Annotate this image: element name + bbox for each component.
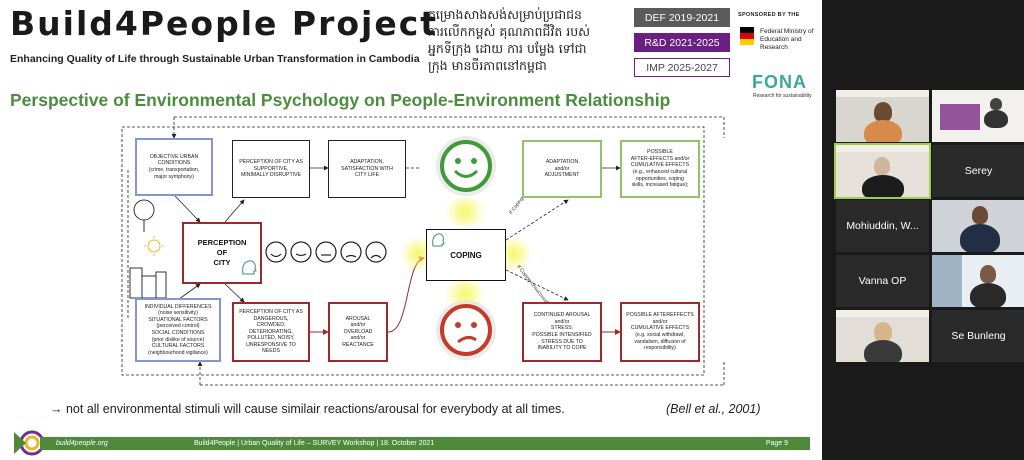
coping-box: COPING (426, 229, 506, 281)
participant-tile[interactable]: Se Bunleng (932, 310, 1024, 362)
participant-tile-shared-slide[interactable] (932, 90, 1024, 142)
supportive-perception-box: PERCEPTION OF CITY AS SUPPORTIVE, MINIMA… (232, 140, 310, 198)
participant-tile[interactable] (836, 90, 929, 142)
khmer-title-line-2: ការលើកកម្ពស់ គុណភាពជីវិត របស់ (428, 24, 591, 39)
adaptation-adjustment-box: ADAPTATION and/or ADJUSTMENT (522, 140, 602, 198)
coping-glow-top (440, 198, 490, 226)
dangerous-perception-box: PERCEPTION OF CITY AS DANGEROUS, CROWDED… (232, 302, 310, 362)
sad-face-icon (436, 300, 496, 360)
coping-head-icon (432, 233, 445, 247)
citation: (Bell et al., 2001) (666, 402, 761, 416)
ministry-logo-text: Federal Ministry of Education and Resear… (760, 28, 814, 51)
sponsor-label: SPONSORED BY THE (738, 12, 800, 18)
participant-tile-active-speaker[interactable] (834, 143, 931, 199)
emotion-faces-icon (265, 241, 387, 263)
individual-differences-box: INDIVIDUAL DIFFERENCES (noise sensitivit… (135, 298, 221, 362)
phase-rd-badge: R&D 2021-2025 (634, 33, 730, 52)
participant-name: Vanna OP (858, 275, 907, 287)
slide-footer: build4people.org Build4People | Urban Qu… (40, 437, 810, 450)
slide-heading: Perspective of Environmental Psychology … (10, 90, 671, 110)
phase-imp-badge: IMP 2025-2027 (634, 58, 730, 77)
khmer-title-line-3: អ្នកទីក្រុង ដោយ ការ បម្លែង ទៅជា (428, 41, 587, 56)
fona-tagline: Research for sustainability (753, 93, 812, 99)
possible-after-effects-positive-box: POSSIBLE AFTER-EFFECTS and/or CUMULATIVE… (620, 140, 700, 198)
fona-logo: FONA (752, 72, 807, 92)
head-brain-icon (242, 260, 257, 275)
khmer-title-line-4: ក្រុង មានចីរភាពនៅកម្ពុជា (428, 58, 547, 73)
footer-title: Build4People | Urban Quality of Life – S… (194, 440, 435, 447)
slide-subtitle: Enhancing Quality of Life through Sustai… (10, 53, 420, 65)
german-eagle-icon (740, 27, 754, 45)
slide-title: Build4People Project (10, 4, 439, 43)
possible-after-effects-negative-box: POSSIBLE AFTEREFFECTS and/or CUMULATIVE … (620, 302, 700, 362)
participants-panel: Serey Mohiuddin, W... Vanna OP Se Bunlen… (822, 0, 1024, 460)
presentation-slide: Build4People Project Enhancing Quality o… (0, 0, 822, 460)
continued-arousal-box: CONTINUED AROUSAL and/or STRESS; POSSIBL… (522, 302, 602, 362)
objective-urban-conditions-box: OBJECTIVE URBAN CONDITIONS (crime, trans… (135, 138, 213, 196)
bottom-note: → not all environmental stimuli will cau… (50, 402, 565, 416)
participant-name: Se Bunleng (951, 330, 1006, 342)
arousal-overload-box: AROUSAL and/or OVERLOAD and/or REACTANCE (328, 302, 388, 362)
participant-tile[interactable] (932, 255, 1024, 307)
participant-tile[interactable]: Serey (932, 145, 1024, 197)
diagram-connectors (121, 116, 725, 386)
perception-of-city-box: PERCEPTION OF CITY (182, 222, 262, 284)
participant-tile[interactable] (836, 310, 929, 362)
participant-name: Serey (964, 165, 993, 177)
adaptation-satisfaction-box: ADAPTATION, SATISFACTION WITH CITY LIFE (328, 140, 406, 198)
environment-illustration-icon (129, 199, 167, 299)
khmer-title-line-1: គម្រោងសាងសង់សម្រាប់ប្រជាជន (428, 7, 582, 22)
participant-tile[interactable] (932, 200, 1024, 252)
happy-face-icon (436, 136, 496, 196)
phase-def-badge: DEF 2019-2021 (634, 8, 730, 27)
footer-url: build4people.org (56, 440, 108, 447)
participant-tile[interactable]: Vanna OP (836, 255, 929, 307)
participant-name: Mohiuddin, W... (846, 220, 919, 232)
footer-page-number: Page 9 (765, 440, 788, 447)
participant-tile[interactable]: Mohiuddin, W... (836, 200, 929, 252)
